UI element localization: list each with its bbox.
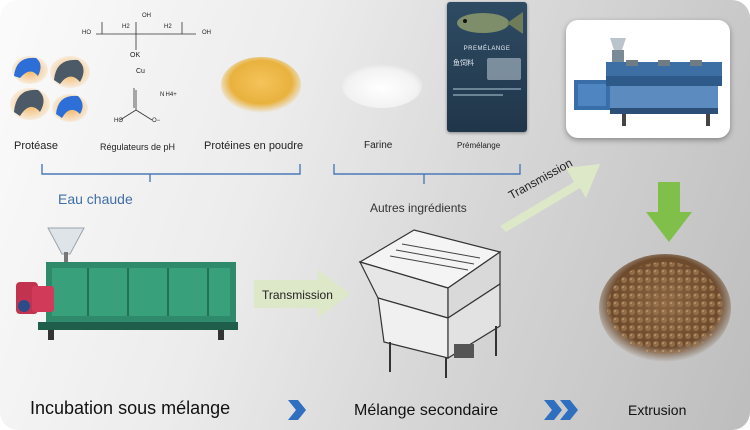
extruder-card xyxy=(566,20,730,138)
premix-bag-graphic xyxy=(487,58,521,80)
premix-bag-subtitle: 鱼饲料 xyxy=(453,60,474,67)
ph-regulators-label: Régulateurs de pH xyxy=(100,142,176,152)
flour-label: Farine xyxy=(364,140,393,151)
protein-powder-icon xyxy=(221,57,301,113)
secondary-mixer-icon xyxy=(358,229,502,378)
extruder-machine-icon xyxy=(574,38,722,126)
protease-icon xyxy=(10,56,90,122)
down-arrow-icon xyxy=(646,182,692,242)
stage-incubation-label: Incubation sous mélange xyxy=(30,398,231,418)
flour-icon xyxy=(342,64,422,108)
mixer-machine-icon xyxy=(16,227,238,340)
chevron-right-icon xyxy=(288,400,306,420)
stage-secondary-mixing-label: Mélange secondaire xyxy=(354,402,499,419)
premix-label: Prémélange xyxy=(457,141,501,150)
premix-bag-title: PREMÉLANGE xyxy=(463,46,511,52)
incubation-machine xyxy=(8,212,248,352)
secondary-mixer xyxy=(350,222,510,380)
protease-label: Protéase xyxy=(14,140,59,152)
hot-water-label: Eau chaude xyxy=(58,191,133,207)
feed-pellets-icon xyxy=(599,254,731,362)
grouping-braces xyxy=(41,164,521,184)
transmission-arrow-diagonal xyxy=(500,164,600,232)
transmission-label-1: Transmission xyxy=(262,288,333,302)
chemical-structure-icon xyxy=(96,22,196,121)
protein-powder-label: Protéines en poudre xyxy=(204,140,304,152)
stage-extrusion-label: Extrusion xyxy=(628,402,687,418)
other-ingredients-label: Autres ingrédients xyxy=(370,201,467,215)
transmission-arrow-horizontal xyxy=(254,270,350,318)
fish-icon xyxy=(457,12,523,34)
premix-bag: PREMÉLANGE 鱼饲料 xyxy=(447,2,527,132)
double-chevron-right-icon xyxy=(544,400,578,420)
